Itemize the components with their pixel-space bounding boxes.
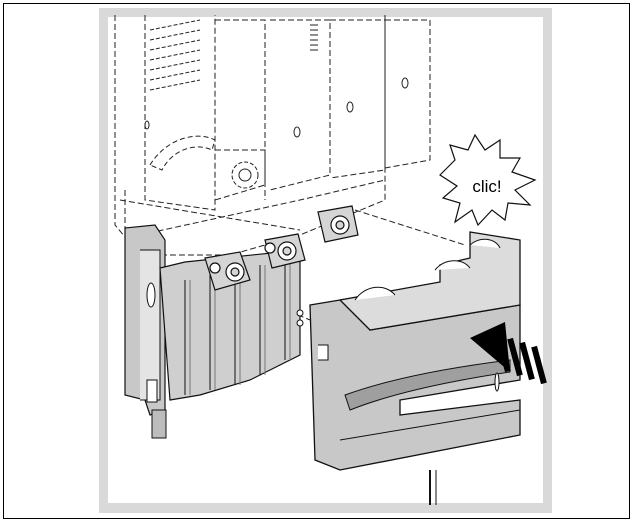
dial-circle	[231, 161, 259, 189]
ribbed-strip	[310, 24, 318, 51]
callout-text: clic!	[472, 177, 501, 196]
vent-slots	[149, 19, 201, 91]
pleated-cover-back	[159, 249, 301, 401]
terminal-shield	[309, 231, 521, 505]
handle-arc	[149, 135, 216, 171]
starburst-callout-icon	[439, 133, 537, 227]
left-side-plate	[124, 224, 167, 439]
insertion-arrow-icon	[470, 322, 547, 385]
terminal-lugs	[204, 205, 359, 291]
